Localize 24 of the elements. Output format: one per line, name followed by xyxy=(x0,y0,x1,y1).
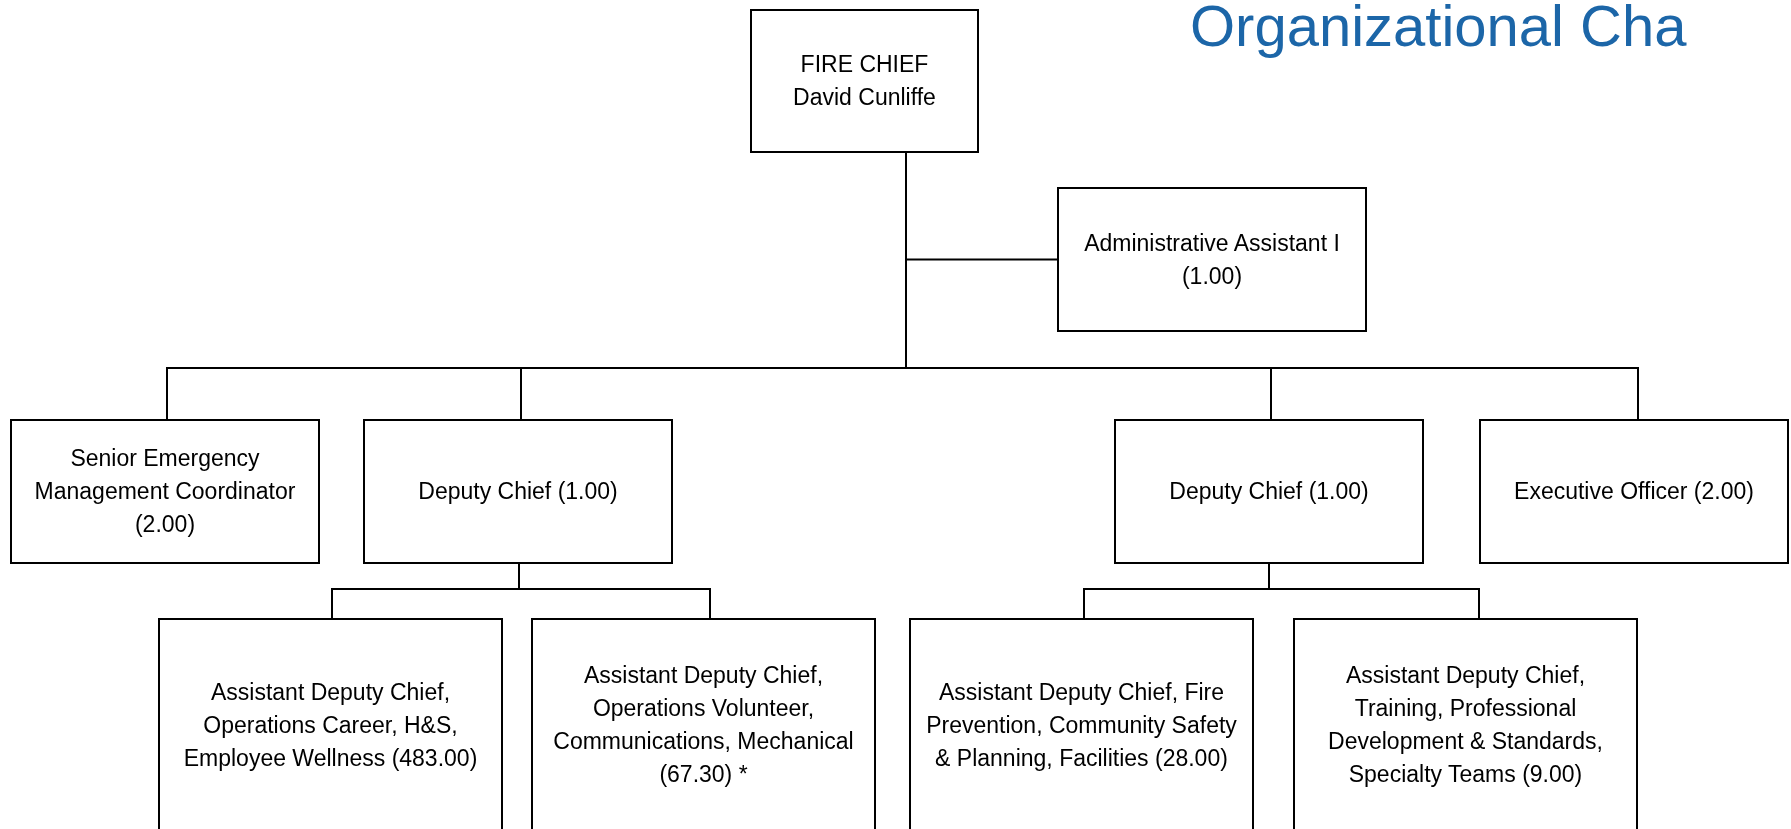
position-box xyxy=(1114,419,1424,564)
position-text: Executive Officer (2.00) xyxy=(1514,477,1754,506)
position-box xyxy=(531,618,876,829)
position-text: FIRE CHIEF xyxy=(800,50,929,79)
position-box xyxy=(1057,187,1367,332)
position-text: Administrative Assistant I (1.00) xyxy=(1083,228,1341,291)
position-text: Deputy Chief (1.00) xyxy=(1169,477,1369,506)
position-text: Assistant Deputy Chief, Fire Prevention, Community Safety & Planning, Facilities (28.00) xyxy=(925,677,1238,773)
position-text: Assistant Deputy Chief, Training, Professional Development & Standards, Specialty Teams (9.00) xyxy=(1327,661,1604,789)
position-text: Assistant Deputy Chief, Operations Volunteer, Communications, Mechanical (67.30) * xyxy=(552,661,855,789)
position-box xyxy=(1293,618,1638,829)
position-box xyxy=(909,618,1254,829)
position-box xyxy=(750,9,979,153)
connector-line xyxy=(1268,563,1480,619)
position-text: Assistant Deputy Chief, Operations Career, H&S, Employee Wellness (483.00) xyxy=(182,677,479,773)
position-box xyxy=(1479,419,1789,564)
position-box xyxy=(158,618,503,829)
position-box xyxy=(10,419,320,564)
position-text: David Cunliffe xyxy=(793,83,936,112)
position-text: Deputy Chief (1.00) xyxy=(418,477,618,506)
chart-title: Organizational Cha xyxy=(1190,0,1687,58)
position-text: Senior Emergency Management Coordinator (2.00) xyxy=(33,444,297,539)
connector-line xyxy=(518,563,711,619)
position-box xyxy=(363,419,673,564)
